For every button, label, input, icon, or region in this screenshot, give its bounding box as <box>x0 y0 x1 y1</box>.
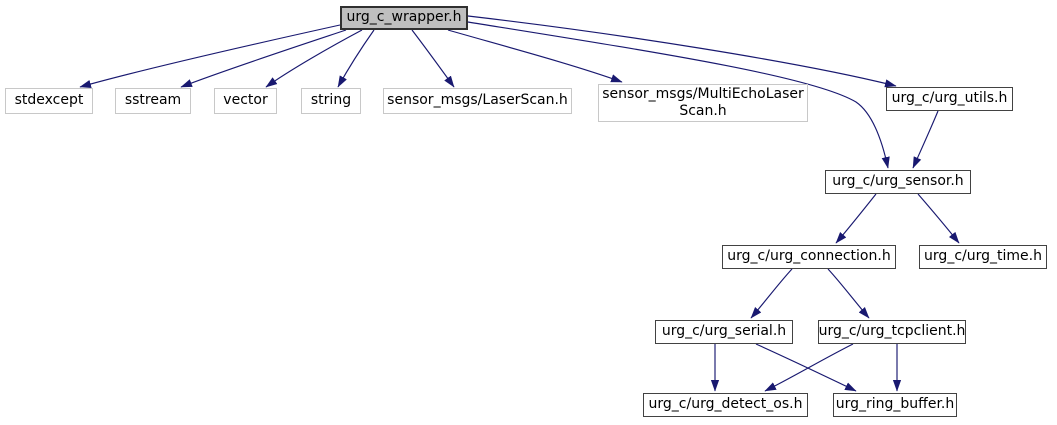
graph-node-multiecho: sensor_msgs/MultiEchoLaser Scan.h <box>598 84 808 122</box>
graph-node-sstream: sstream <box>115 88 191 114</box>
graph-node-label: sensor_msgs/MultiEchoLaser Scan.h <box>602 85 804 120</box>
graph-node-time[interactable]: urg_c/urg_time.h <box>919 245 1047 269</box>
graph-node-detect_os[interactable]: urg_c/urg_detect_os.h <box>643 393 808 417</box>
graph-node-vector: vector <box>214 88 277 114</box>
edge-tcpclient-to-detect_os <box>764 343 854 392</box>
graph-node-label: string <box>310 92 352 109</box>
graph-node-label: urg_ring_buffer.h <box>835 396 955 413</box>
graph-node-stdexcept: stdexcept <box>5 88 93 114</box>
graph-node-string: string <box>301 88 361 114</box>
graph-node-label: urg_c/urg_tcpclient.h <box>818 323 966 340</box>
graph-node-label: stdexcept <box>14 92 84 109</box>
graph-node-utils[interactable]: urg_c/urg_utils.h <box>886 87 1013 111</box>
edge-wrapper-to-utils <box>467 15 897 88</box>
graph-node-connection[interactable]: urg_c/urg_connection.h <box>722 245 896 269</box>
edge-connection-to-serial <box>750 268 793 319</box>
edge-wrapper-to-stdexcept <box>79 24 341 88</box>
graph-node-laserscan: sensor_msgs/LaserScan.h <box>383 88 572 114</box>
graph-node-label: urg_c/urg_serial.h <box>661 323 787 340</box>
graph-node-wrapper: urg_c_wrapper.h <box>340 6 468 30</box>
edge-wrapper-to-sstream <box>180 29 347 88</box>
graph-node-label: urg_c/urg_utils.h <box>891 90 1008 107</box>
edge-wrapper-to-vector <box>265 29 363 88</box>
edge-wrapper-to-laserscan <box>411 29 455 88</box>
graph-node-label: sstream <box>124 92 182 109</box>
graph-node-label: urg_c/urg_connection.h <box>727 248 891 265</box>
graph-node-label: vector <box>223 92 268 109</box>
graph-node-label: urg_c/urg_detect_os.h <box>648 396 803 413</box>
graph-node-label: urg_c_wrapper.h <box>346 9 462 26</box>
graph-node-label: urg_c/urg_time.h <box>924 248 1042 265</box>
edge-utils-to-sensor <box>912 110 939 169</box>
graph-node-label: urg_c/urg_sensor.h <box>832 173 964 190</box>
edge-wrapper-to-string <box>337 29 375 88</box>
graph-node-serial[interactable]: urg_c/urg_serial.h <box>655 320 793 344</box>
edge-connection-to-tcpclient <box>827 268 870 319</box>
graph-node-ring_buffer[interactable]: urg_ring_buffer.h <box>833 393 957 417</box>
graph-node-sensor[interactable]: urg_c/urg_sensor.h <box>825 170 971 194</box>
edge-sensor-to-connection <box>835 193 877 244</box>
graph-node-label: sensor_msgs/LaserScan.h <box>387 92 568 109</box>
edge-wrapper-to-multiecho <box>447 29 623 83</box>
edge-sensor-to-time <box>917 193 960 244</box>
edge-serial-to-ring_buffer <box>755 343 857 392</box>
graph-node-tcpclient[interactable]: urg_c/urg_tcpclient.h <box>818 320 966 344</box>
